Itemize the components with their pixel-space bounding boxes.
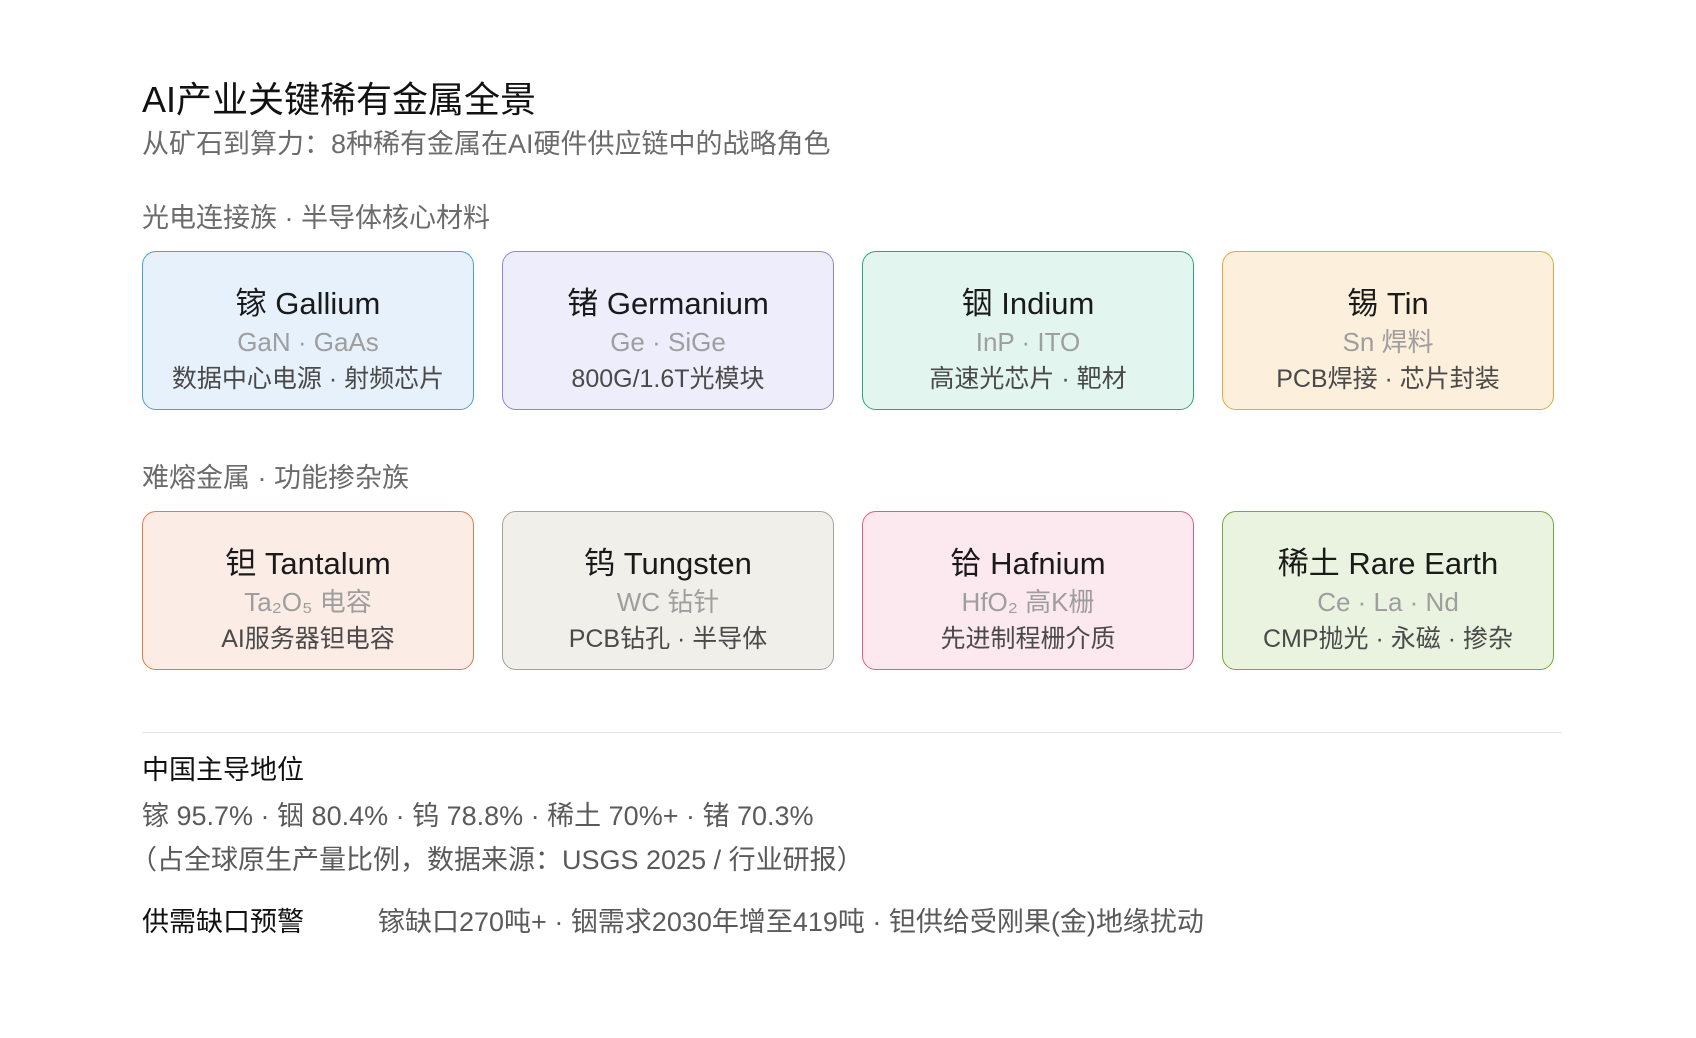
card-applications: 高速光芯片 · 靶材: [929, 365, 1127, 393]
divider: [142, 732, 1562, 733]
card-symbols: GaN · GaAs: [237, 327, 379, 357]
card-row-refractory: 钽 Tantalum Ta₂O₅ 电容 AI服务器钽电容 钨 Tungsten …: [142, 511, 1554, 670]
section-title-refractory: 难熔金属 · 功能掺杂族: [142, 463, 409, 493]
infographic: AI产业关键稀有金属全景 从矿石到算力：8种稀有金属在AI硬件供应链中的战略角色…: [130, 78, 1562, 937]
dominance-values: 镓 95.7% · 铟 80.4% · 钨 78.8% · 稀土 70%+ · …: [142, 801, 814, 831]
section-title-optoelectronic: 光电连接族 · 半导体核心材料: [142, 203, 490, 233]
card-symbols: InP · ITO: [975, 327, 1081, 357]
card-symbols: Ta₂O₅ 电容: [244, 587, 372, 617]
card-symbols: Ce · La · Nd: [1317, 587, 1459, 617]
card-name: 锗 Germanium: [567, 286, 769, 321]
card-symbols: Sn 焊料: [1342, 327, 1434, 357]
card-tungsten: 钨 Tungsten WC 钻针 PCB钻孔 · 半导体: [502, 511, 834, 670]
page-title: AI产业关键稀有金属全景: [142, 79, 537, 120]
card-applications: 数据中心电源 · 射频芯片: [171, 365, 445, 393]
card-hafnium: 铪 Hafnium HfO₂ 高K栅 先进制程栅介质: [862, 511, 1194, 670]
card-applications: PCB焊接 · 芯片封装: [1276, 365, 1500, 393]
card-gallium: 镓 Gallium GaN · GaAs 数据中心电源 · 射频芯片: [142, 251, 474, 410]
card-name: 稀土 Rare Earth: [1277, 546, 1499, 581]
card-name: 钽 Tantalum: [225, 546, 391, 581]
card-applications: 800G/1.6T光模块: [571, 365, 765, 393]
page-subtitle: 从矿石到算力：8种稀有金属在AI硬件供应链中的战略角色: [142, 129, 831, 159]
card-symbols: Ge · SiGe: [610, 327, 726, 357]
warning-text: 镓缺口270吨+ · 铟需求2030年增至419吨 · 钽供给受刚果(金)地缘扰…: [378, 907, 1204, 937]
card-tantalum: 钽 Tantalum Ta₂O₅ 电容 AI服务器钽电容: [142, 511, 474, 670]
card-applications: PCB钻孔 · 半导体: [568, 625, 768, 653]
card-germanium: 锗 Germanium Ge · SiGe 800G/1.6T光模块: [502, 251, 834, 410]
card-indium: 铟 Indium InP · ITO 高速光芯片 · 靶材: [862, 251, 1194, 410]
card-symbols: WC 钻针: [616, 587, 720, 617]
card-applications: CMP抛光 · 永磁 · 掺杂: [1263, 625, 1513, 653]
card-rare-earth: 稀土 Rare Earth Ce · La · Nd CMP抛光 · 永磁 · …: [1222, 511, 1554, 670]
dominance-note: （占全球原生产量比例，数据来源：USGS 2025 / 行业研报）: [130, 845, 864, 875]
card-applications: AI服务器钽电容: [221, 625, 395, 653]
warning-title: 供需缺口预警: [142, 907, 304, 937]
dominance-title: 中国主导地位: [142, 755, 304, 785]
card-applications: 先进制程栅介质: [940, 625, 1116, 653]
card-name: 钨 Tungsten: [584, 546, 752, 581]
card-row-optoelectronic: 镓 Gallium GaN · GaAs 数据中心电源 · 射频芯片 锗 Ger…: [142, 251, 1554, 410]
card-tin: 锡 Tin Sn 焊料 PCB焊接 · 芯片封装: [1222, 251, 1554, 410]
card-name: 锡 Tin: [1347, 286, 1429, 321]
card-symbols: HfO₂ 高K栅: [961, 587, 1095, 617]
card-name: 铪 Hafnium: [950, 546, 1106, 581]
card-name: 镓 Gallium: [235, 286, 381, 321]
card-name: 铟 Indium: [961, 286, 1095, 321]
